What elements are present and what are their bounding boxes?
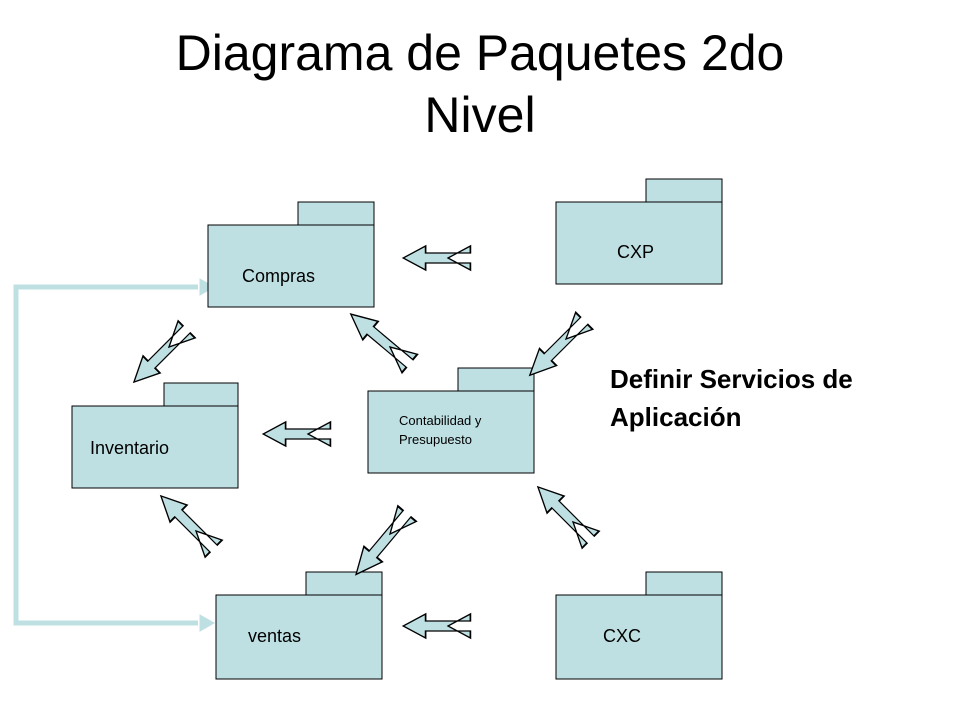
package-contabilidad-label-line-1: Contabilidad y: [399, 413, 482, 428]
package-contabilidad-presupuesto: Contabilidad y Presupuesto: [367, 367, 535, 474]
package-cxp: CXP: [555, 178, 723, 285]
arrow-contabilidad-cxc: [528, 477, 600, 549]
arrow-compras-inventario: [124, 320, 196, 392]
arrow-inventario-contabilidad: [262, 421, 332, 447]
package-ventas-label: ventas: [248, 626, 301, 646]
arrow-inventario-ventas: [151, 486, 223, 558]
package-compras: Compras: [207, 201, 375, 308]
arrow-compras-cxp: [402, 245, 472, 271]
compras-ventas-connector: [13, 278, 216, 632]
title-line-2: Nivel: [424, 87, 536, 143]
package-compras-label: Compras: [242, 266, 315, 286]
note-line-1: Definir Servicios de: [610, 364, 853, 394]
arrow-ventas-cxc: [402, 613, 472, 639]
package-ventas: ventas: [215, 571, 383, 680]
arrow-compras-contabilidad: [342, 304, 419, 374]
package-cxc: CXC: [555, 571, 723, 680]
title-line-1: Diagrama de Paquetes 2do: [175, 25, 785, 81]
diagram-title: Diagrama de Paquetes 2do Nivel: [0, 22, 960, 146]
arrow-contabilidad-ventas: [346, 505, 418, 584]
package-cxc-label: CXC: [603, 626, 641, 646]
note-line-2: Aplicación: [610, 402, 742, 432]
package-cxp-label: CXP: [617, 242, 654, 262]
package-inventario: Inventario: [71, 382, 239, 489]
package-contabilidad-label-line-2: Presupuesto: [399, 432, 472, 447]
note-text: Definir Servicios de Aplicación: [610, 360, 950, 436]
package-inventario-label: Inventario: [90, 438, 169, 458]
arrow-cxp-contabilidad: [520, 311, 594, 385]
